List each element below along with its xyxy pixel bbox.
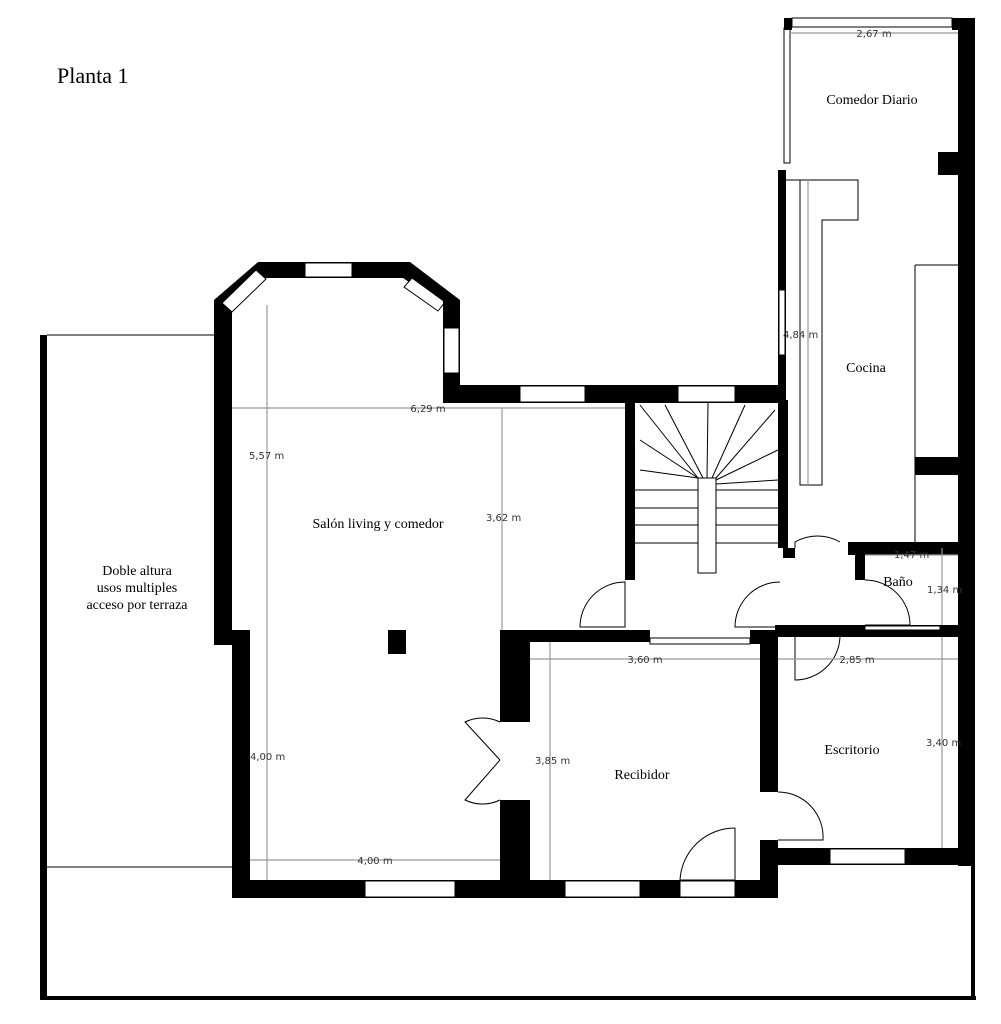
dim-comedor-width2: 4,00 m	[357, 856, 392, 867]
room-label-salon: Salón living y comedor	[312, 517, 443, 532]
dim-escritorio-width: 2,85 m	[839, 655, 874, 666]
room-label-doble-altura: Doble altura	[102, 564, 172, 579]
room-label-cocina: Cocina	[846, 361, 886, 376]
dimension-lines	[232, 32, 958, 880]
salon-walls	[214, 262, 786, 898]
dim-salon-inner: 3,62 m	[486, 513, 521, 524]
dim-recibidor-width: 3,60 m	[627, 655, 662, 666]
dim-comedor-width: 2,67 m	[856, 29, 891, 40]
dim-bano-depth: 1,34 m	[927, 585, 962, 596]
staircase	[579, 400, 788, 628]
plan-title: Planta 1	[57, 63, 129, 88]
dim-cocina-length: 4,84 m	[783, 330, 818, 341]
kitchen-walls	[778, 17, 975, 866]
dim-recibidor-depth: 3,85 m	[535, 756, 570, 767]
recibidor-walls	[232, 630, 975, 898]
room-label-bano: Baño	[883, 575, 913, 590]
dim-escritorio-depth: 3,40 m	[926, 738, 961, 749]
room-label-escritorio: Escritorio	[824, 743, 879, 758]
room-label-acceso-terraza: acceso por terraza	[86, 598, 188, 613]
terrace-outline	[40, 334, 976, 1000]
dim-salon-depth: 5,57 m	[249, 451, 284, 462]
bano-walls	[775, 535, 958, 681]
dim-salon-width: 6,29 m	[410, 404, 445, 415]
room-label-usos-multiples: usos multiples	[97, 581, 178, 596]
dim-bano-width: 1,47 m	[894, 550, 929, 561]
room-label-comedor-diario: Comedor Diario	[826, 93, 917, 108]
dim-comedor-depth: 4,00 m	[250, 752, 285, 763]
column	[388, 630, 406, 654]
room-label-recibidor: Recibidor	[614, 768, 670, 783]
